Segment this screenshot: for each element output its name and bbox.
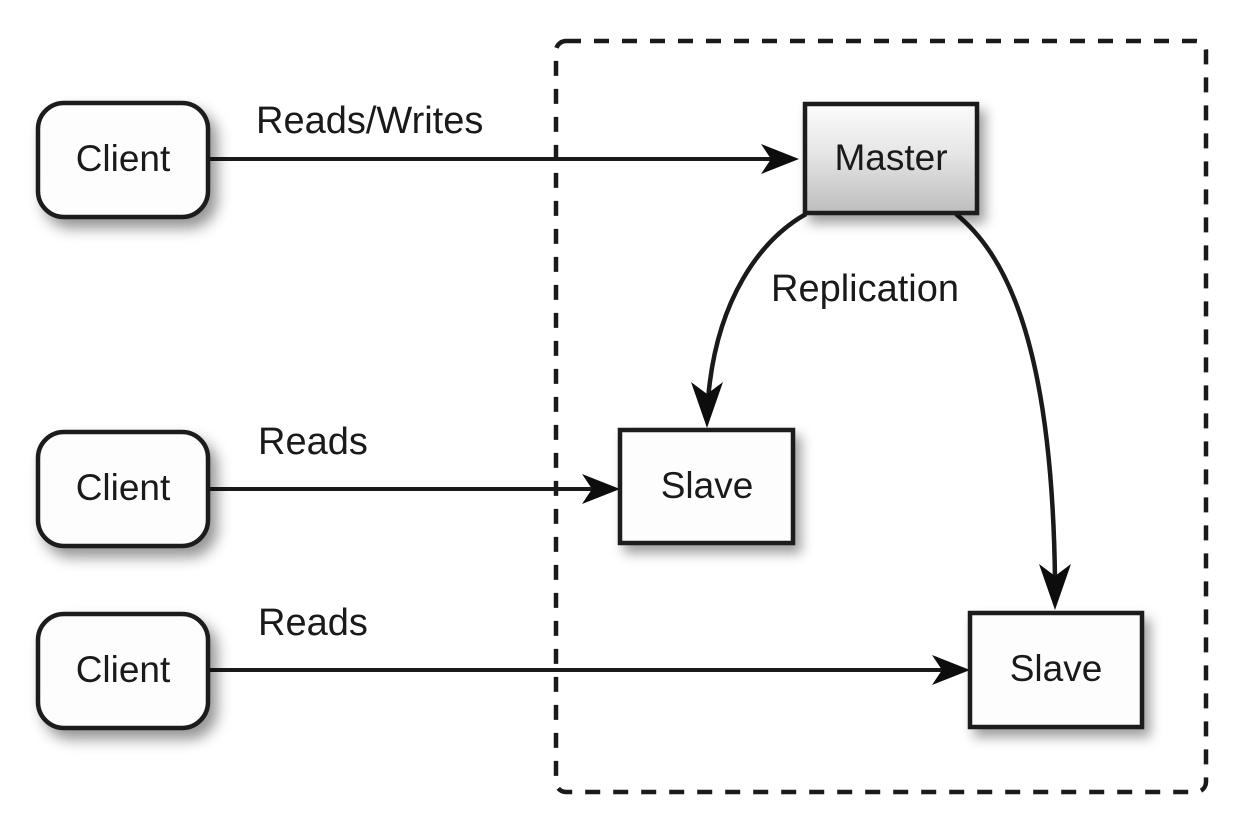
node-master[interactable]: Master — [802, 101, 980, 216]
node-client-1[interactable]: Client — [35, 100, 211, 220]
edge-master-slave1 — [691, 212, 808, 428]
edge-master-slave2 — [954, 212, 1071, 610]
node-client-2[interactable]: Client — [35, 429, 211, 549]
edge-client2-slave1 — [208, 474, 620, 504]
node-slave-1-label: Slave — [661, 465, 754, 506]
edge-label-replication: Replication — [771, 268, 959, 310]
node-client-3[interactable]: Client — [35, 611, 211, 731]
node-slave-2-label: Slave — [1010, 648, 1103, 689]
edge-client3-slave2 — [208, 655, 970, 685]
node-client-3-label: Client — [76, 649, 171, 690]
node-client-2-label: Client — [76, 467, 171, 508]
edge-label-reads-slave1: Reads — [258, 421, 368, 463]
edge-client1-master — [208, 144, 799, 174]
node-master-label: Master — [834, 137, 947, 178]
edge-label-reads-slave2: Reads — [258, 602, 368, 644]
database-cluster-boundary — [553, 38, 1209, 795]
node-client-1-label: Client — [76, 138, 171, 179]
node-slave-2[interactable]: Slave — [967, 610, 1145, 730]
node-slave-1[interactable]: Slave — [617, 427, 796, 546]
edge-label-reads-writes: Reads/Writes — [256, 100, 483, 142]
